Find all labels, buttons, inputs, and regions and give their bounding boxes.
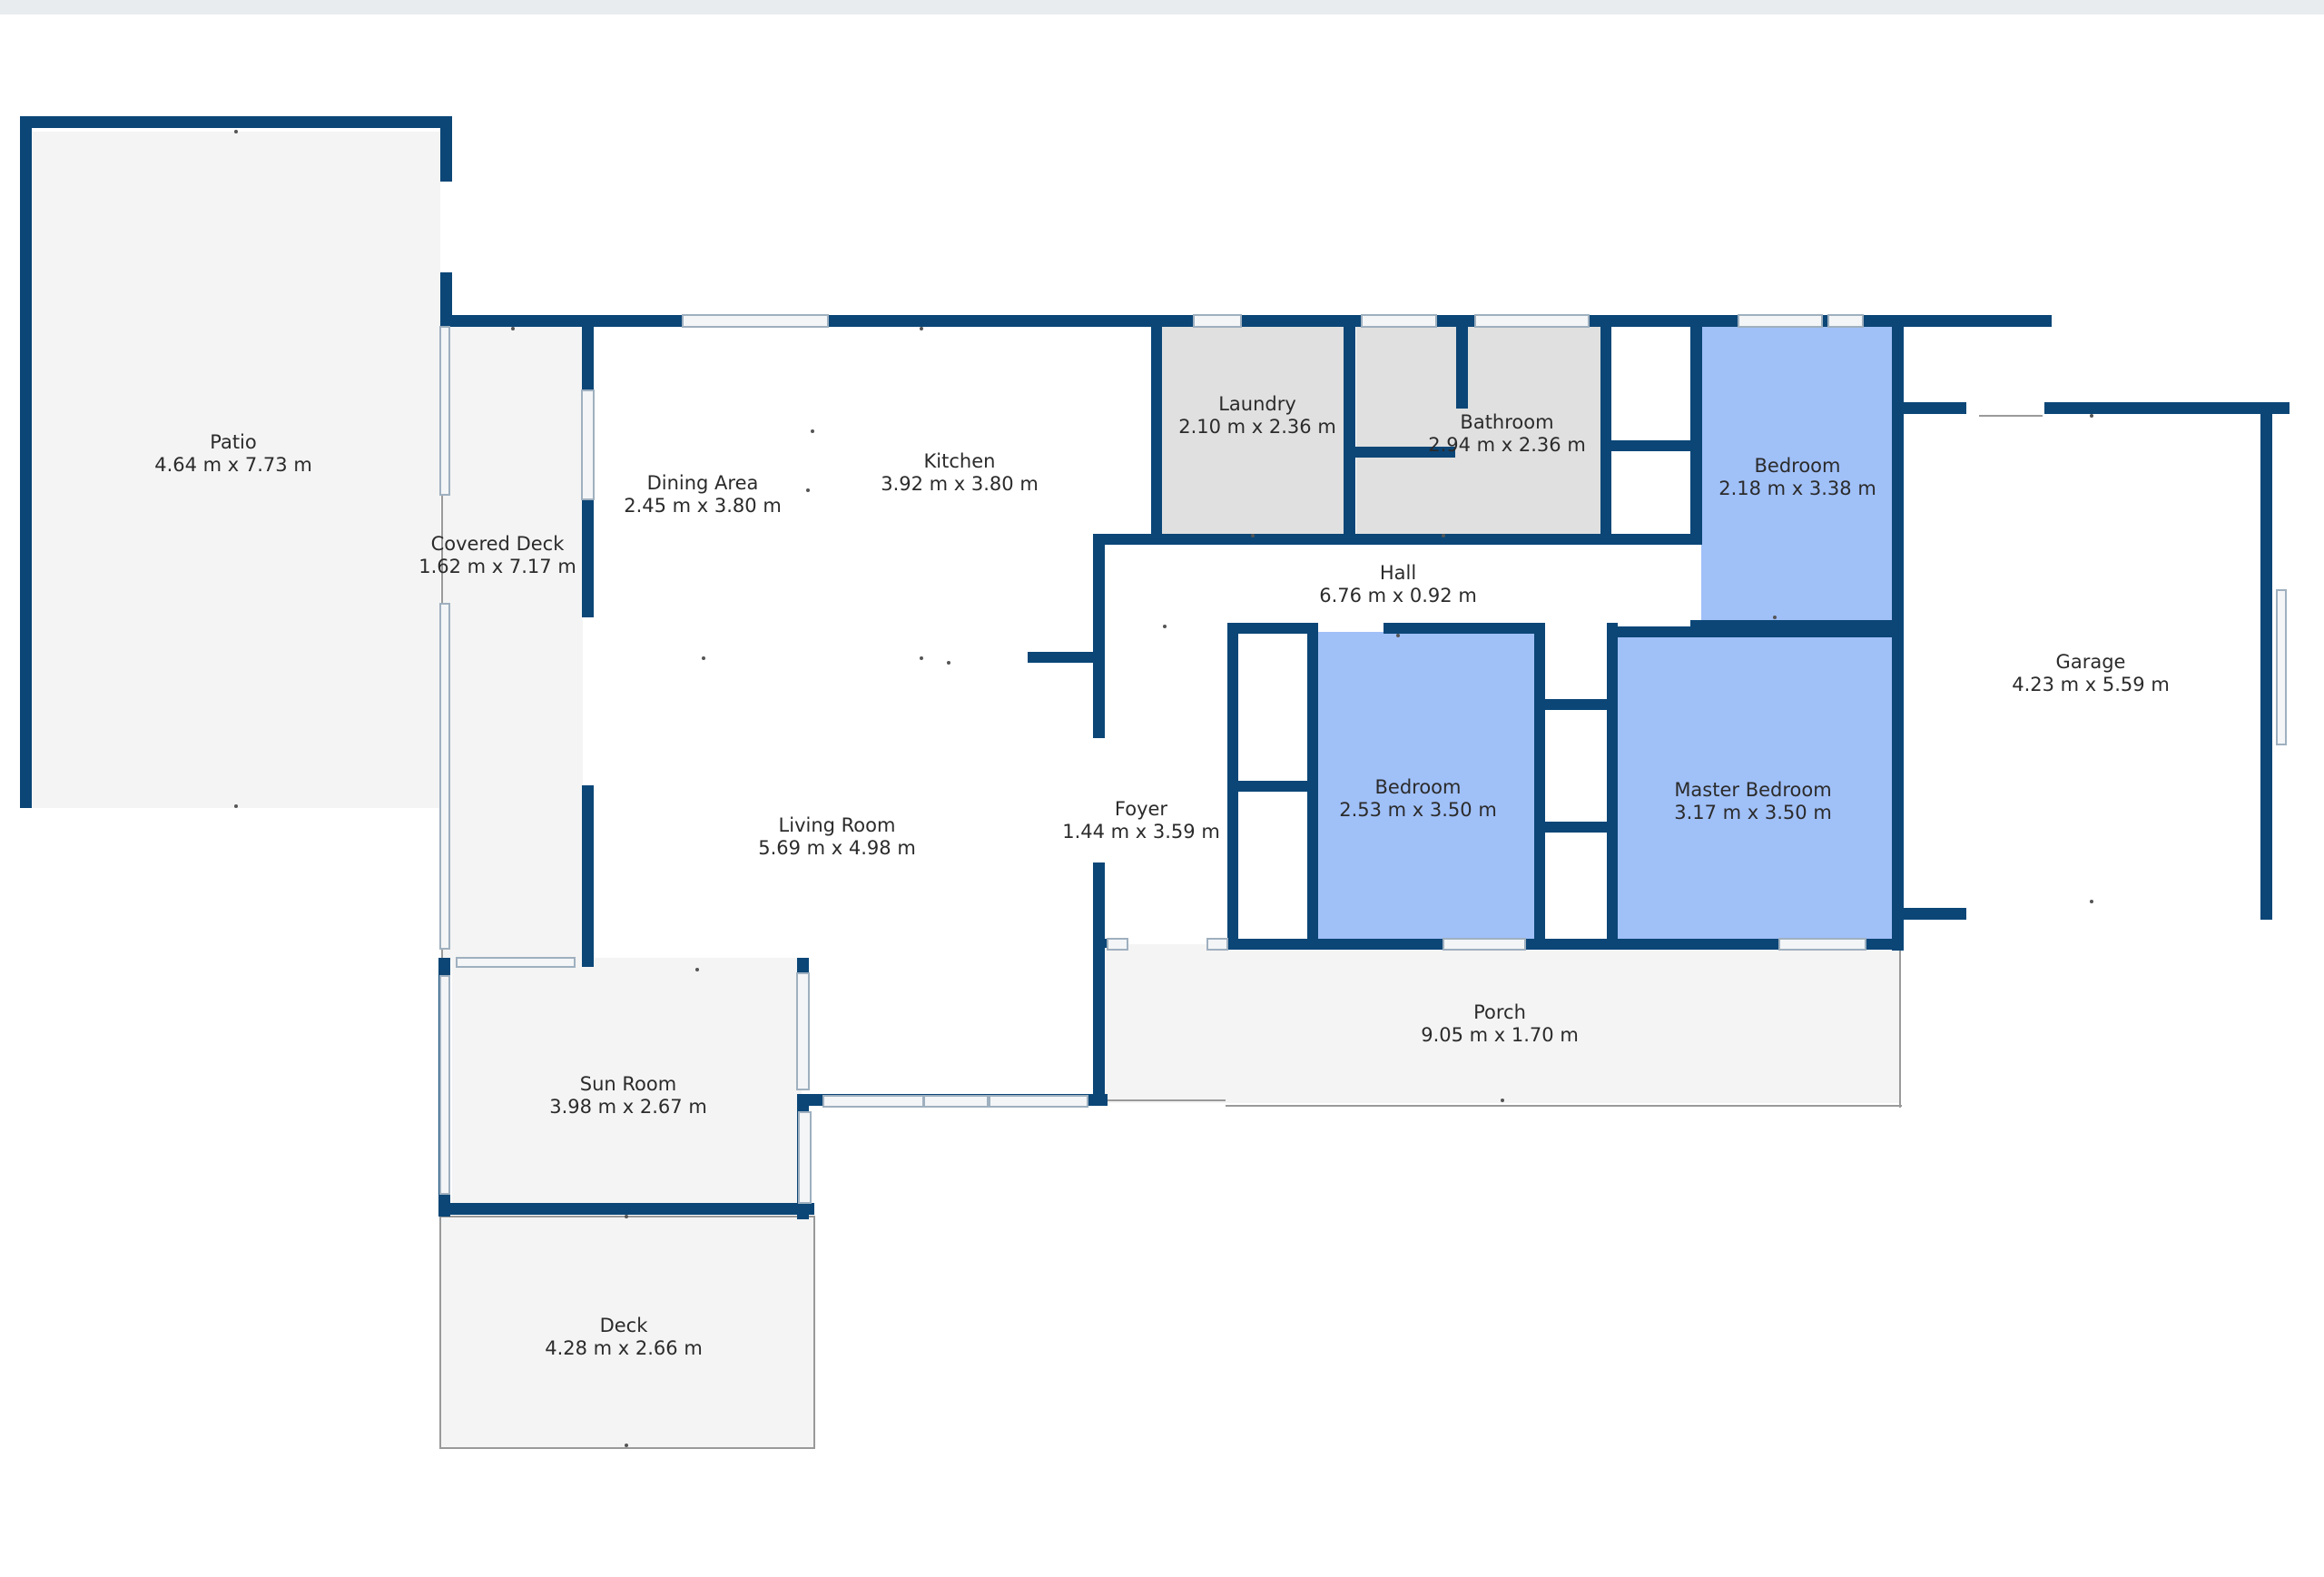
sun-room-area[interactable] [452, 958, 802, 1203]
laundry-dims: 2.10 m x 2.36 m [1178, 416, 1336, 438]
foyer-dims: 1.44 m x 3.59 m [1062, 821, 1220, 843]
deck-label: Deck [600, 1315, 649, 1336]
laundry-label: Laundry [1218, 393, 1296, 415]
covered-deck-label: Covered Deck [431, 533, 566, 555]
dining-area-label: Dining Area [647, 472, 759, 494]
master-bedroom-dims: 3.17 m x 3.50 m [1674, 802, 1832, 823]
hall-dims: 6.76 m x 0.92 m [1319, 585, 1477, 606]
bedroom-2-label: Bedroom [1375, 776, 1462, 798]
porch-label: Porch [1473, 1001, 1526, 1023]
laundry-area[interactable] [1160, 325, 1344, 534]
patio-label: Patio [210, 431, 257, 453]
living-room-dims: 5.69 m x 4.98 m [758, 837, 916, 859]
porch-area[interactable] [1103, 944, 1900, 1103]
dining-area-dims: 2.45 m x 3.80 m [624, 495, 782, 517]
bathroom-dims: 2.94 m x 2.36 m [1428, 434, 1586, 456]
top-bar [0, 0, 2324, 15]
covered-deck-area[interactable] [442, 325, 583, 961]
sun-room-dims: 3.98 m x 2.67 m [549, 1096, 707, 1118]
bedroom-2-area[interactable] [1313, 632, 1536, 941]
wall-markers [234, 130, 2093, 1447]
garage-dims: 4.23 m x 5.59 m [2012, 674, 2170, 695]
deck-dims: 4.28 m x 2.66 m [545, 1337, 703, 1359]
bathroom-area[interactable] [1356, 325, 1601, 534]
patio-dims: 4.64 m x 7.73 m [154, 454, 312, 476]
bedroom-1-area[interactable] [1701, 325, 1892, 625]
windows [439, 314, 2287, 1204]
room-labels: Patio 4.64 m x 7.73 m Covered Deck 1.62 … [154, 393, 2170, 1359]
foyer-label: Foyer [1115, 798, 1168, 820]
porch-dims: 9.05 m x 1.70 m [1421, 1024, 1579, 1046]
master-bedroom-label: Master Bedroom [1674, 779, 1831, 801]
bedroom-2-dims: 2.53 m x 3.50 m [1339, 799, 1497, 821]
deck-area[interactable] [439, 1216, 815, 1449]
covered-deck-dims: 1.62 m x 7.17 m [419, 556, 576, 577]
kitchen-label: Kitchen [924, 450, 996, 472]
bedroom-1-label: Bedroom [1755, 455, 1841, 477]
bedroom-1-dims: 2.18 m x 3.38 m [1718, 478, 1876, 499]
master-bedroom-area[interactable] [1615, 632, 1892, 941]
hall-label: Hall [1380, 562, 1416, 584]
garage-label: Garage [2056, 651, 2126, 673]
patio-area[interactable] [27, 132, 440, 808]
sun-room-label: Sun Room [580, 1073, 676, 1095]
living-room-label: Living Room [779, 814, 896, 836]
kitchen-dims: 3.92 m x 3.80 m [881, 473, 1039, 495]
bathroom-label: Bathroom [1460, 411, 1553, 433]
